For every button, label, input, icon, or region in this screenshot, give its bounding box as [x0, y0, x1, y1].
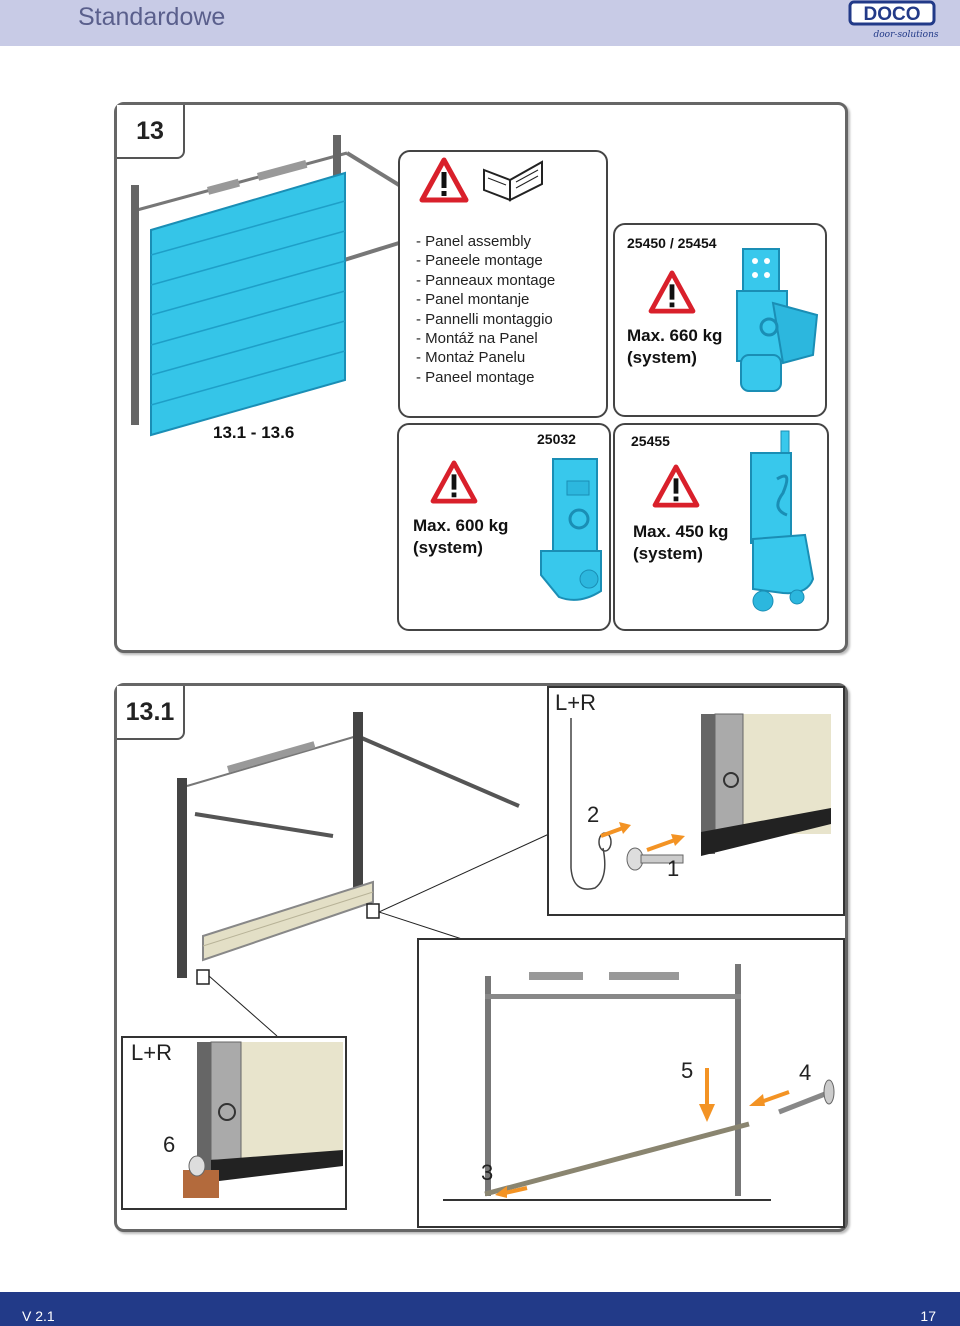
bracket-panel-25455: 25455 Max. 450 kg (system) [613, 423, 829, 631]
version-label: V 2.1 [22, 1308, 55, 1324]
warning-icon [648, 270, 696, 314]
step-3-label: 3 [481, 1160, 494, 1185]
bracket-code: 25032 [537, 431, 576, 447]
svg-text:door-solutions: door-solutions [874, 30, 939, 40]
step-2-label: 2 [587, 802, 600, 827]
language-item: - Paneel montage [416, 368, 535, 386]
detail-leader-lines [208, 833, 550, 1037]
door-frame-bottom-illustration [443, 964, 771, 1201]
section-13-frame: 13 13.1 - 13.6 [114, 102, 848, 653]
step-4-label: 4 [799, 1060, 812, 1085]
step-6-label: 6 [163, 1132, 176, 1157]
arrow-down-icon [699, 1068, 715, 1122]
detail-box-top: L+R 2 1 [547, 686, 845, 916]
bracket-code: 25450 / 25454 [627, 235, 717, 251]
page-footer: V 2.1 17 [0, 1292, 960, 1326]
step-5-label: 5 [681, 1058, 694, 1083]
max-load-system: (system) [627, 348, 697, 367]
detail-label: L+R [555, 690, 596, 715]
arrow-icon [495, 1186, 528, 1198]
bracket-code: 25455 [631, 433, 670, 449]
language-item: - Paneele montage [416, 252, 543, 270]
section-number: 13 [117, 105, 185, 159]
garage-door-illustration [131, 135, 401, 437]
warning-icon [419, 157, 469, 203]
pin-bolt-illustration [626, 847, 684, 871]
warning-icon [430, 460, 478, 504]
language-panel: - Panel assembly - Paneele montage - Pan… [398, 150, 608, 418]
section-13-1-frame: 13.1 L+R 2 [114, 683, 848, 1232]
max-load-text: Max. 600 kg (system) [413, 515, 508, 559]
door-frame-illustration [177, 712, 520, 985]
panel-bracket-detail [701, 713, 831, 856]
detail-label: L+R [131, 1040, 172, 1065]
arrow-icon [749, 1090, 790, 1106]
page-title: Standardowe [78, 3, 226, 31]
max-load-text: Max. 660 kg (system) [627, 325, 722, 369]
max-load-text: Max. 450 kg (system) [633, 521, 728, 565]
page-header: Standardowe DOCO door-solutions [0, 0, 960, 46]
doco-logo: DOCO door-solutions [848, 0, 939, 40]
bracket-25455-illustration [750, 430, 815, 612]
bracket-25032-illustration [540, 458, 602, 601]
max-load-system: (system) [413, 538, 483, 557]
detail-box-left: L+R 6 [121, 1036, 347, 1210]
bracket-panel-25032: 25032 Max. 600 kg (system) [397, 423, 611, 631]
max-load-system: (system) [633, 544, 703, 563]
panel-bracket-floor-detail [183, 1041, 343, 1198]
manual-book-icon [483, 160, 543, 202]
section-number: 13.1 [117, 686, 185, 740]
language-item: - Panel assembly [416, 233, 532, 250]
max-load-value: Max. 600 kg [413, 516, 509, 535]
bracket-25450-illustration [736, 248, 819, 392]
arrow-icon [646, 834, 685, 852]
arrow-icon [600, 822, 631, 838]
language-item: - Panneaux montage [416, 271, 556, 289]
warning-icon [652, 464, 700, 508]
pin-bolt-illustration [778, 1079, 835, 1115]
section-range-label: 13.1 - 13.6 [213, 423, 295, 442]
page-number: 17 [920, 1308, 936, 1324]
bracket-panel-25450: 25450 / 25454 Max. 660 kg (system) [613, 223, 827, 417]
language-item: - Montáž na Panel [416, 330, 538, 348]
language-list: - Panel assembly - Paneele montage - Pan… [416, 232, 555, 387]
max-load-value: Max. 660 kg [627, 326, 723, 345]
max-load-value: Max. 450 kg [633, 522, 729, 541]
svg-text:DOCO: DOCO [864, 4, 921, 25]
language-item: - Panel montanje [416, 291, 530, 309]
language-item: - Montaż Panelu [416, 349, 526, 367]
step-1-label: 1 [667, 856, 680, 881]
detail-box-bottom: 5 4 3 [417, 938, 845, 1228]
language-item: - Pannelli montaggio [416, 310, 553, 328]
